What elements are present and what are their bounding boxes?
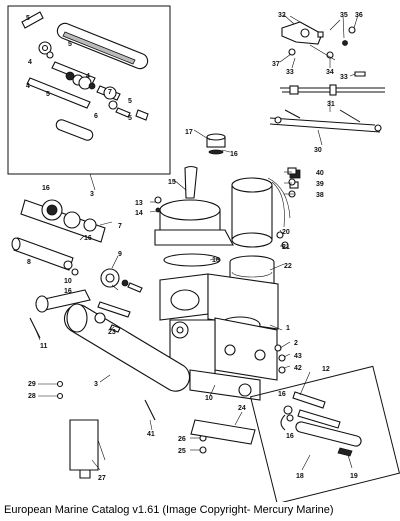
callout-30: 30 [314,147,322,154]
callout-16-left: 16 [42,185,50,192]
callout-16-plug: 16 [230,151,238,158]
callout-3-upper: 3 [90,191,94,198]
callout-38: 38 [316,192,324,199]
callout-32: 32 [278,12,286,19]
drawing [7,5,400,502]
callout-5-b: 5 [68,41,72,48]
callout-36: 36 [355,12,363,19]
callout-37: 37 [272,61,280,68]
callout-42: 42 [294,365,302,372]
callout-20: 20 [282,229,290,236]
callout-26: 26 [178,436,186,443]
trim-sender-and-wiring [269,15,385,146]
valve-detail-box [249,365,400,502]
callout-19: 19 [350,473,358,480]
leader-lines [34,14,359,471]
callout-15: 15 [168,179,176,186]
callout-24: 24 [238,405,246,412]
callout-39: 39 [316,181,324,188]
callout-40: 40 [316,170,324,177]
tilt-cylinder [11,199,106,276]
callout-41: 41 [147,431,155,438]
callout-16-left-b: 16 [64,288,72,295]
manual-release-valve [280,391,362,457]
check-valve-group [97,268,143,333]
callout-21: 21 [282,244,290,251]
callout-16-cyl: 16 [84,235,92,242]
callout-4-a: 4 [28,59,32,66]
trim-cylinder-exploded [21,11,149,141]
exploded-parts-diagram: 32 35 36 37 33 34 33 31 30 5 5 4 4 4 5 7… [7,5,400,502]
callout-33-upper: 33 [286,69,294,76]
pump-motor [231,169,301,249]
callout-labels: 32 35 36 37 33 34 33 31 30 5 5 4 4 4 5 7… [26,12,363,482]
callout-7-left: 7 [118,223,122,230]
callout-10-center: 10 [205,395,213,402]
callout-17: 17 [185,129,193,136]
callout-5-d: 5 [128,98,132,105]
image-caption: European Marine Catalog v1.61 (Image Cop… [4,504,334,516]
callout-5-a: 5 [26,15,30,22]
callout-11: 11 [40,343,48,350]
callout-8: 8 [27,259,31,266]
trim-cylinder [35,289,191,392]
cylinder-detail-box [7,5,171,175]
callout-27: 27 [98,475,106,482]
callout-16-valve: 16 [278,391,286,398]
callout-16-res: 16 [212,257,220,264]
callout-3-lower: 3 [94,381,98,388]
callout-10-left: 10 [64,278,72,285]
fasteners [29,167,297,454]
callout-6: 6 [94,113,98,120]
callout-4-c: 4 [26,83,30,90]
callout-2: 2 [294,340,298,347]
callout-14: 14 [135,210,143,217]
callout-31: 31 [327,101,335,108]
callout-34: 34 [326,69,334,76]
callout-16-box: 16 [286,433,294,440]
callout-28-left: 28 [28,393,36,400]
callout-35: 35 [340,12,348,19]
mounting-plate [190,419,256,445]
callout-5-c: 5 [46,91,50,98]
pump-manifold-body [159,273,279,401]
callout-23: 23 [108,329,116,336]
callout-13: 13 [135,200,143,207]
callout-4-b: 4 [86,73,90,80]
callout-29: 29 [28,381,36,388]
callout-22: 22 [284,263,292,270]
fill-plug [206,133,226,155]
callout-12: 12 [322,366,330,373]
callout-33-right: 33 [340,74,348,81]
callout-7: 7 [108,89,112,96]
mounting-bracket [69,419,106,479]
callout-9: 9 [118,251,122,258]
callout-18: 18 [296,473,304,480]
callout-5-e: 5 [128,115,132,122]
callout-43: 43 [294,353,302,360]
callout-1: 1 [286,325,290,332]
callout-25: 25 [178,448,186,455]
reservoir-with-fill-tube [154,165,234,267]
